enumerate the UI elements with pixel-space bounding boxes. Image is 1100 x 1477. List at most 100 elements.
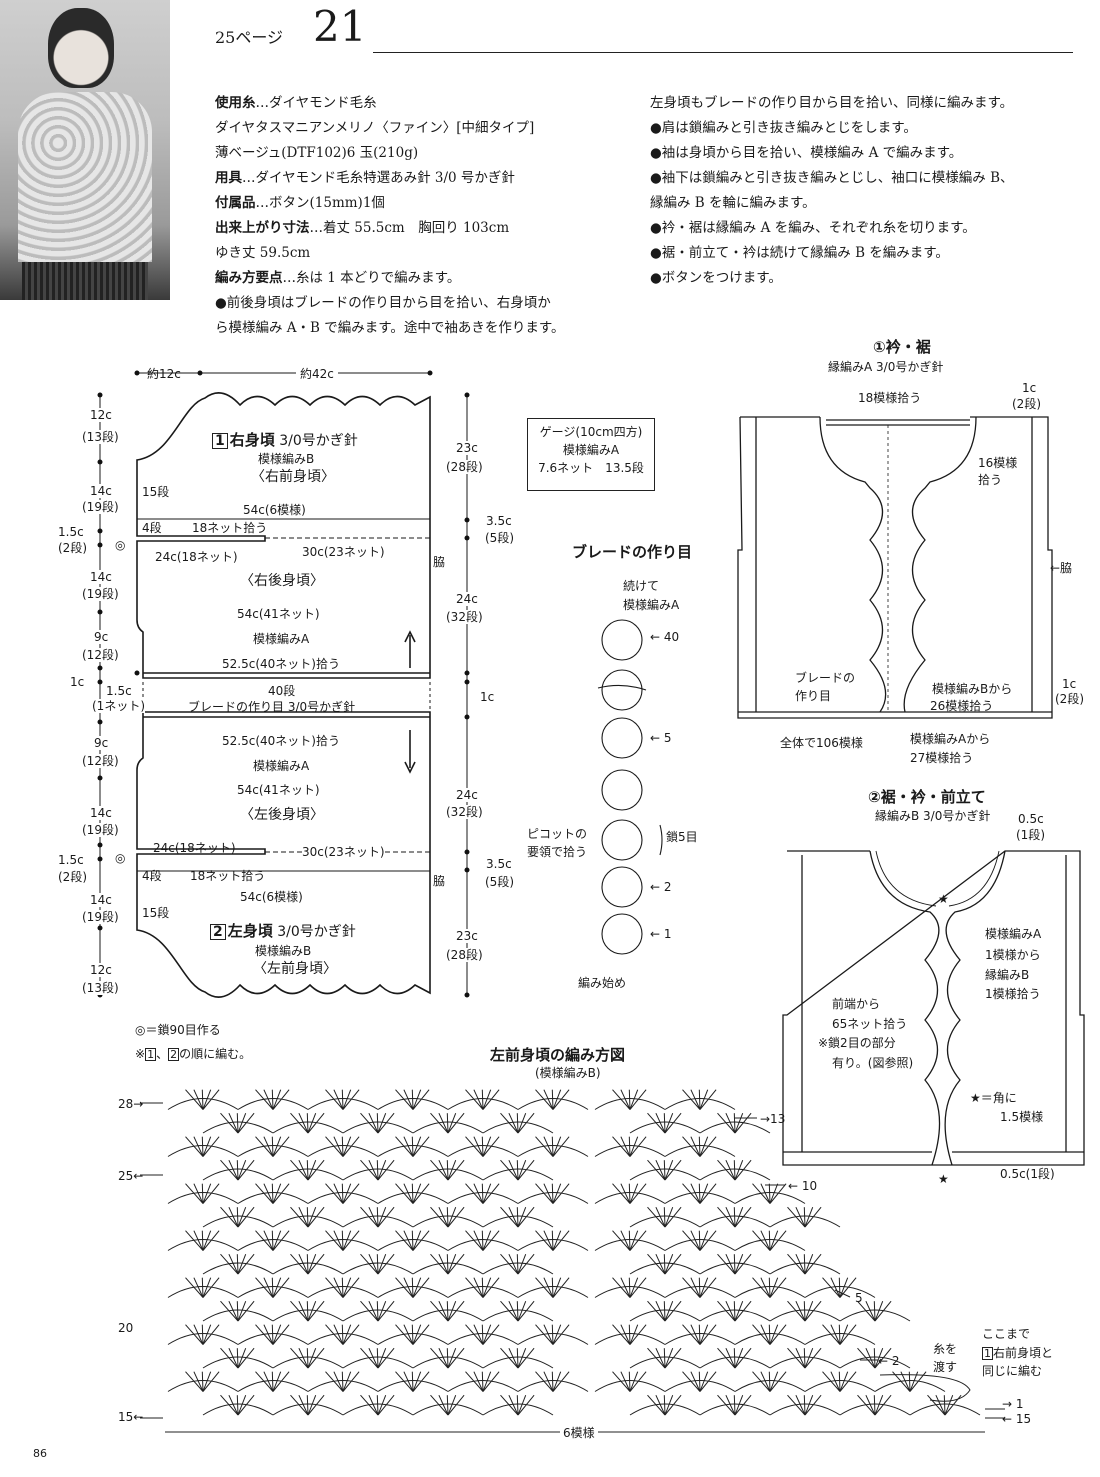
dimension-label: (28段) (446, 460, 483, 474)
double-crochet-stitch (465, 1136, 484, 1157)
double-crochet-stitch (376, 1395, 379, 1416)
double-crochet-stitch (290, 1394, 309, 1416)
double-crochet-stitch (236, 1160, 239, 1181)
double-crochet-stitch (699, 1324, 709, 1345)
double-crochet-stitch (341, 1089, 344, 1110)
double-crochet-stitch (202, 1183, 212, 1204)
edge1-pick18: 18模様拾う (858, 391, 922, 405)
double-crochet-stitch (787, 1206, 806, 1228)
edge1-fromA2: 27模様拾う (910, 751, 974, 765)
double-crochet-stitch (237, 1206, 255, 1228)
braid-picot1: ピコットの (527, 827, 588, 841)
double-crochet-stitch (663, 1207, 666, 1228)
double-crochet-stitch (517, 1207, 527, 1228)
piece2-w30: 30c(23ネット) (302, 845, 385, 859)
double-crochet-stitch (368, 1394, 379, 1416)
dimension-label: 23c (456, 929, 478, 943)
piece1-front: 〈右前身頃〉 (251, 469, 335, 485)
double-crochet-stitch (473, 1324, 484, 1345)
double-crochet-stitch (552, 1136, 570, 1157)
double-crochet-stitch (376, 1160, 379, 1181)
double-crochet-stitch (263, 1136, 274, 1157)
double-crochet-stitch (377, 1395, 387, 1416)
piece2-back: 〈左後身頃〉 (240, 807, 324, 823)
chart-title: 左前身頃の編み方図 (490, 1046, 626, 1064)
double-crochet-stitch (768, 1324, 771, 1345)
edge1-1c: 1c (1022, 381, 1037, 395)
double-crochet-stitch (377, 1347, 395, 1369)
double-crochet-stitch (237, 1394, 255, 1416)
double-crochet-stitch (733, 1113, 736, 1134)
double-crochet-stitch (202, 1324, 220, 1345)
chart-r15: ← 15 (1002, 1412, 1032, 1426)
double-crochet-stitch (447, 1206, 465, 1228)
double-crochet-stitch (699, 1371, 709, 1392)
double-crochet-stitch (298, 1206, 309, 1228)
double-crochet-stitch (725, 1206, 736, 1228)
double-crochet-stitch (377, 1300, 395, 1322)
double-crochet-stitch (202, 1183, 220, 1204)
double-crochet-stitch (516, 1207, 519, 1228)
double-crochet-stitch (629, 1089, 647, 1110)
double-crochet-stitch (342, 1230, 360, 1251)
double-crochet-stitch (839, 1371, 857, 1392)
double-crochet-stitch (263, 1277, 274, 1298)
double-crochet-stitch (272, 1183, 290, 1204)
double-crochet-stitch (272, 1089, 282, 1110)
double-crochet-stitch (368, 1206, 379, 1228)
braid-cont1: 続けて (623, 579, 660, 593)
double-crochet-stitch (306, 1113, 309, 1134)
double-crochet-stitch (438, 1159, 449, 1181)
double-crochet-stitch (202, 1277, 212, 1298)
double-crochet-stitch (628, 1277, 631, 1298)
double-crochet-stitch (655, 1394, 666, 1416)
double-crochet-stitch (787, 1300, 806, 1322)
dimension-label: (19段) (82, 910, 119, 924)
double-crochet-stitch (725, 1112, 736, 1134)
double-crochet-stitch (769, 1324, 787, 1345)
double-crochet-stitch (543, 1324, 554, 1345)
braid-row2: ← 2 (650, 880, 672, 894)
double-crochet-stitch (699, 1136, 709, 1157)
double-crochet-stitch (290, 1206, 309, 1228)
double-crochet-stitch (481, 1371, 484, 1392)
double-crochet-stitch (482, 1089, 492, 1110)
double-crochet-stitch (725, 1347, 736, 1369)
double-crochet-stitch (752, 1324, 771, 1345)
double-crochet-stitch (663, 1254, 666, 1275)
double-crochet-stitch (412, 1230, 430, 1251)
double-crochet-stitch (446, 1113, 449, 1134)
double-crochet-stitch (804, 1395, 814, 1416)
double-crochet-stitch (698, 1230, 701, 1251)
double-crochet-stitch (272, 1371, 290, 1392)
chart-row15: 15← (118, 1410, 144, 1424)
double-crochet-stitch (535, 1183, 554, 1204)
double-crochet-stitch (395, 1089, 414, 1110)
double-crochet-stitch (535, 1136, 554, 1157)
double-crochet-stitch (734, 1300, 752, 1322)
double-crochet-stitch (508, 1112, 519, 1134)
double-crochet-stitch (220, 1159, 239, 1181)
instructions-list: 左身頃もブレードの作り目から目を拾い、同様に編みます。●肩は鎖編みと引き抜き編み… (650, 91, 1014, 291)
double-crochet-stitch (647, 1394, 666, 1416)
double-crochet-stitch (228, 1347, 239, 1369)
double-crochet-stitch (629, 1277, 639, 1298)
double-crochet-stitch (734, 1253, 752, 1275)
double-crochet-stitch (768, 1183, 771, 1204)
double-crochet-stitch (342, 1136, 360, 1157)
dimension-label: (13段) (82, 981, 119, 995)
double-crochet-stitch (368, 1159, 379, 1181)
double-crochet-stitch (325, 1230, 344, 1251)
double-crochet-stitch (481, 1183, 484, 1204)
edge2-f3: ※鎖2目の部分 (818, 1036, 896, 1050)
double-crochet-stitch (655, 1206, 666, 1228)
double-crochet-stitch (307, 1253, 325, 1275)
double-crochet-stitch (760, 1277, 771, 1298)
double-crochet-stitch (395, 1230, 414, 1251)
edge2-a4: 1模様拾う (985, 987, 1041, 1001)
double-crochet-stitch (760, 1183, 771, 1204)
double-crochet-stitch (403, 1324, 414, 1345)
double-crochet-stitch (290, 1253, 309, 1275)
double-crochet-stitch (517, 1113, 527, 1134)
